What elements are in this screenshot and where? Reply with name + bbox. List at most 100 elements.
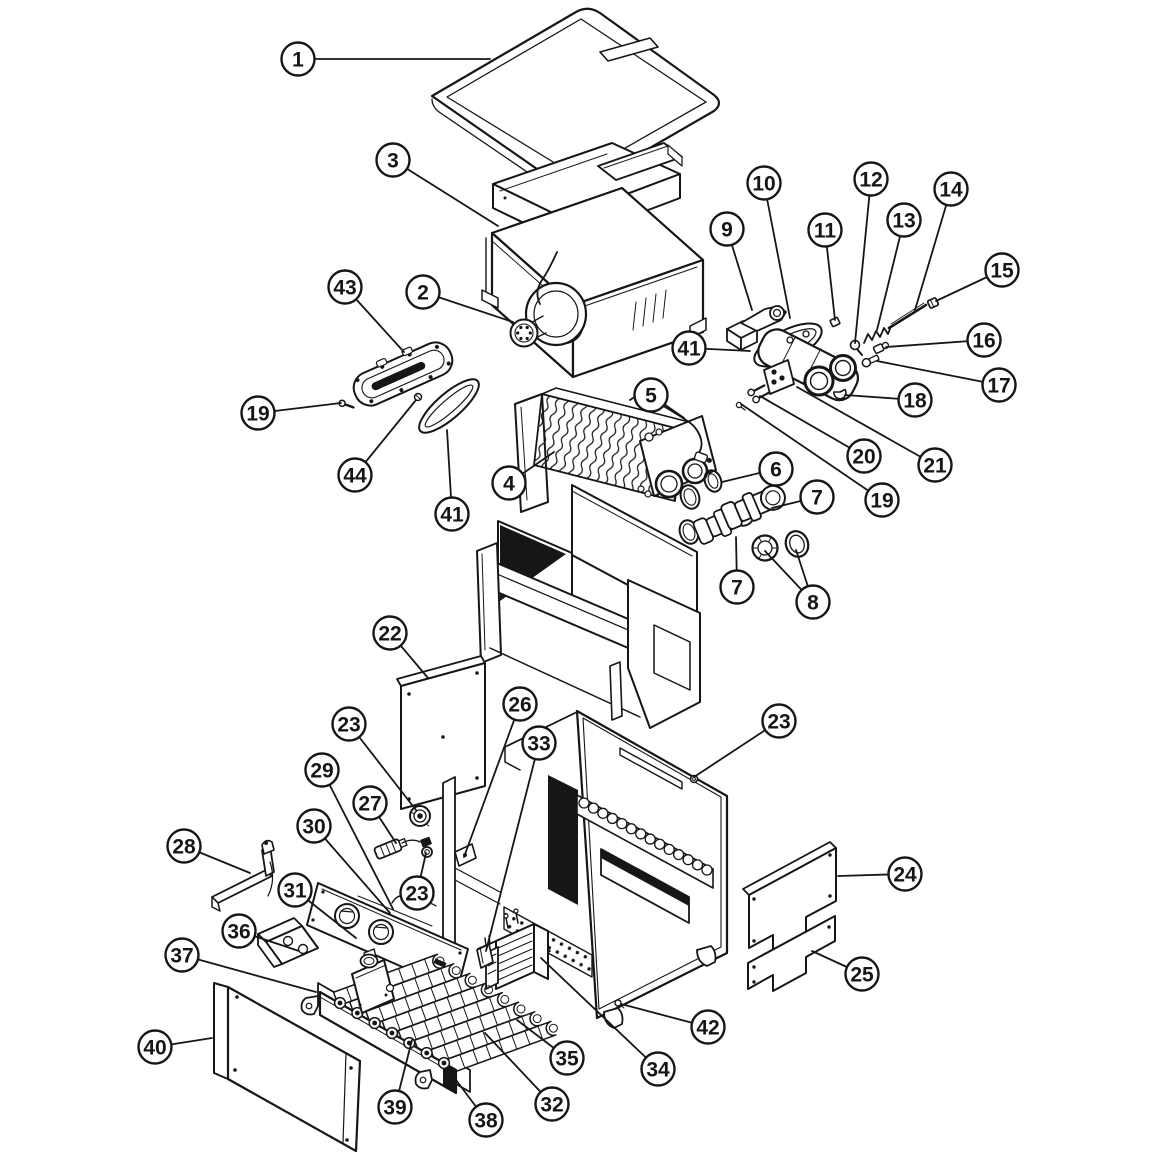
lid-vent-slot (599, 37, 659, 62)
part-burner-orifices (333, 996, 451, 1070)
callout-number-34: 34 (646, 1059, 670, 1082)
callout-leader-21 (796, 386, 936, 466)
callout-37-39: 37 (164, 937, 317, 993)
callout-number-18: 18 (903, 390, 927, 413)
part-combustion-chamber (476, 484, 701, 729)
control-knob (368, 919, 394, 945)
callout-number-4: 4 (503, 473, 515, 496)
callout-number-40: 40 (143, 1037, 166, 1060)
callout-6-23: 6 (721, 451, 794, 487)
callout-number-15: 15 (990, 260, 1014, 283)
callout-44-5: 44 (337, 399, 417, 493)
callout-30-34: 30 (296, 808, 391, 914)
callout-31-36: 31 (277, 872, 357, 939)
callout-leader-34 (540, 957, 659, 1070)
callout-leader-20 (759, 395, 865, 457)
callout-24-40: 24 (837, 856, 923, 892)
scallop-notch (644, 833, 656, 845)
callout-balloon-24 (887, 856, 923, 892)
callout-number-21: 21 (923, 455, 947, 478)
callout-balloon-9 (709, 211, 745, 247)
callout-18-19: 18 (844, 382, 933, 418)
callout-number-1: 1 (292, 49, 304, 72)
callout-balloon-3 (375, 142, 411, 178)
callout-22-27: 22 (372, 615, 429, 679)
callout-balloon-41 (434, 496, 470, 532)
callout-number-27: 27 (358, 793, 381, 816)
callout-balloon-15 (984, 252, 1020, 288)
callout-balloon-22 (372, 615, 408, 651)
callout-number-14: 14 (939, 179, 963, 202)
callout-number-37: 37 (170, 945, 193, 968)
callout-balloon-42 (690, 1009, 726, 1045)
scallop-notch (682, 854, 694, 866)
callout-number-10: 10 (752, 173, 775, 196)
part-header-cover-plate (338, 341, 454, 409)
part-transformer (477, 908, 551, 990)
part-burner-tray-assembly (300, 948, 558, 1095)
callout-10-11: 10 (746, 165, 791, 319)
callout-leader-3 (392, 159, 499, 227)
scallop-notch (597, 807, 609, 819)
part-igniter (373, 836, 432, 860)
callout-12-13: 12 (853, 161, 889, 344)
callout-balloon-29 (304, 752, 340, 788)
callout-balloon-23 (331, 706, 367, 742)
part-nut-15 (926, 297, 940, 309)
part-fitting-17 (861, 354, 880, 368)
part-burner-tubes (332, 953, 558, 1074)
callout-40-42: 40 (137, 1029, 213, 1065)
callout-balloon-18 (897, 382, 933, 418)
callout-number-32: 32 (540, 1094, 563, 1117)
callout-23-37: 23 (399, 852, 435, 911)
callout-balloon-8 (795, 584, 831, 620)
callout-balloon-36 (221, 913, 257, 949)
scallop-notch (635, 828, 647, 840)
callout-7-25: 7 (719, 536, 755, 605)
scallop-notch (616, 817, 628, 830)
callout-33-30: 33 (485, 725, 557, 952)
callout-number-36: 36 (227, 921, 250, 944)
callout-19-4: 19 (240, 395, 342, 431)
part-blower-housing-box (481, 186, 707, 379)
callout-number-2: 2 (417, 282, 429, 305)
callout-8-26: 8 (764, 549, 831, 620)
callout-20-20: 20 (759, 395, 882, 474)
callout-number-26: 26 (508, 694, 531, 717)
part-gasket-left (418, 378, 480, 434)
callout-balloon-23 (399, 875, 435, 911)
orifice-hole (354, 1010, 360, 1016)
callout-leader-13 (876, 219, 905, 331)
part-side-panel (396, 655, 486, 810)
callout-balloon-16 (966, 322, 1002, 358)
callout-number-35: 35 (555, 1048, 579, 1071)
scallop-notch (701, 864, 713, 876)
scallop-notch (672, 848, 685, 861)
part-front-door-panel (213, 982, 362, 1153)
callout-number-23: 23 (405, 883, 428, 906)
callout-leader-12 (854, 178, 872, 344)
callout-leader-30 (313, 825, 391, 914)
callout-5-8: 5 (633, 377, 685, 419)
jacket-slot (619, 747, 683, 790)
callout-32-47: 32 (484, 1032, 570, 1122)
callout-balloon-19 (240, 395, 276, 431)
part-nut-11 (829, 316, 841, 328)
callout-26-29: 26 (463, 686, 538, 858)
capillary-wire (357, 895, 433, 927)
callout-leader-17 (876, 360, 1000, 386)
callout-balloon-26 (502, 686, 538, 722)
part-ribbed-nut (751, 534, 779, 562)
part-heat-exchanger (514, 387, 717, 513)
callout-number-13: 13 (892, 210, 915, 233)
callout-number-38: 38 (474, 1110, 498, 1133)
callout-balloon-6 (758, 451, 794, 487)
callout-balloon-32 (534, 1086, 570, 1122)
callout-number-44: 44 (343, 465, 367, 488)
callout-number-17: 17 (987, 375, 1010, 398)
callout-balloon-21 (917, 447, 953, 483)
callout-11-12: 11 (807, 212, 843, 321)
callout-number-7: 7 (731, 577, 743, 600)
part-clip-18 (833, 388, 847, 400)
